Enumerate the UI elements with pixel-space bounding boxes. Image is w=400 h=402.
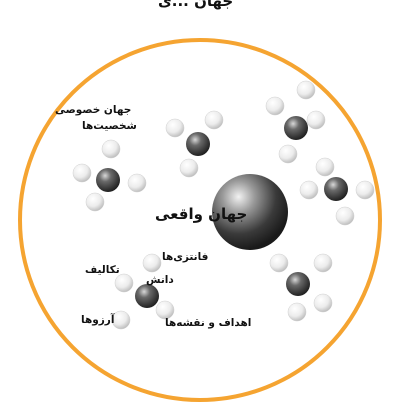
light-sphere — [279, 145, 297, 163]
light-sphere — [180, 159, 198, 177]
light-sphere — [102, 140, 120, 158]
light-sphere — [316, 158, 334, 176]
light-sphere — [128, 174, 146, 192]
fantasies-label: فانتزی‌ها — [162, 251, 208, 263]
light-sphere — [166, 119, 184, 137]
goals-plans-label: اهداف و نقشه‌ها — [165, 317, 251, 329]
light-sphere — [288, 303, 306, 321]
dark-sphere — [284, 116, 308, 140]
private-world-label-line1: جهان خصوصی — [55, 104, 131, 116]
light-sphere — [112, 311, 130, 329]
light-sphere — [307, 111, 325, 129]
light-sphere — [205, 111, 223, 129]
light-sphere — [314, 294, 332, 312]
light-sphere — [336, 207, 354, 225]
dark-sphere — [324, 177, 348, 201]
private-world-label-line2: شخصیت‌ها — [82, 120, 137, 132]
dark-sphere — [286, 272, 310, 296]
light-sphere — [297, 81, 315, 99]
top-partial-label: جهان ...ی — [158, 0, 233, 10]
dark-sphere — [186, 132, 210, 156]
dark-sphere — [135, 284, 159, 308]
light-sphere — [73, 164, 91, 182]
light-sphere — [314, 254, 332, 272]
real-world-label: جهان واقعی — [155, 206, 247, 223]
light-sphere — [115, 274, 133, 292]
light-sphere — [266, 97, 284, 115]
light-sphere — [270, 254, 288, 272]
light-sphere — [300, 181, 318, 199]
knowledge-label: دانش — [146, 274, 174, 286]
duties-label: تکالیف — [85, 264, 120, 276]
light-sphere — [143, 254, 161, 272]
dark-sphere — [96, 168, 120, 192]
wishes-label: آرزوها — [81, 314, 114, 326]
light-sphere — [86, 193, 104, 211]
light-sphere — [356, 181, 374, 199]
